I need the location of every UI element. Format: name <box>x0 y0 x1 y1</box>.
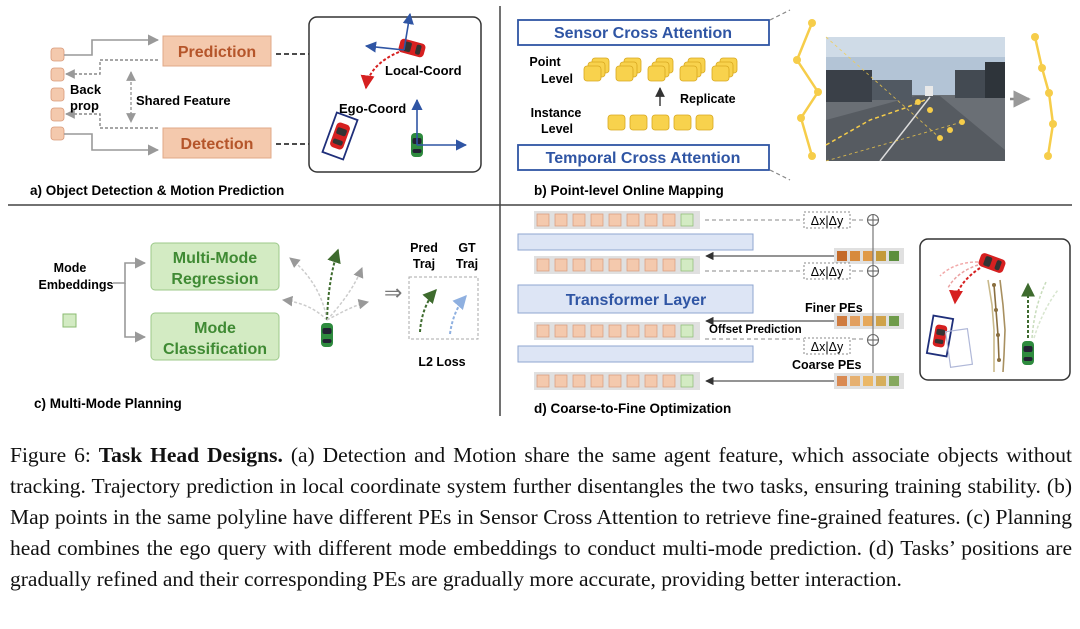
l2-box <box>408 276 479 340</box>
double-arrow-icon: ⇒ <box>384 280 402 305</box>
sensor-ca-label: Sensor Cross Attention <box>554 25 732 42</box>
figure-caption: Figure 6: Task Head Designs. (a) Detecti… <box>10 440 1072 595</box>
shared-feature-label: Shared Feature <box>136 93 231 108</box>
transformer-bar-thin <box>517 345 754 363</box>
panel-c: Mode Embeddings Multi-Mode Regression Mo… <box>34 241 479 411</box>
regression-box <box>150 242 280 291</box>
delta-label-1: Δx|Δy <box>811 214 844 228</box>
pe-row <box>834 248 904 264</box>
prop-label: prop <box>70 98 99 113</box>
caption-body: (a) Detection and Motion share the same … <box>10 443 1072 591</box>
detection-box <box>162 127 272 159</box>
caption-title: Task Head Designs. <box>98 443 283 467</box>
delta-label-2: Δx|Δy <box>811 265 844 279</box>
local-coord-label: Local-Coord <box>385 63 462 78</box>
offset-prediction-label: Offset Prediction <box>709 324 802 336</box>
classification-label-1: Mode <box>194 320 236 337</box>
regression-label-1: Multi-Mode <box>173 250 258 267</box>
figure-diagram: Back prop Shared Feature Prediction Dete… <box>8 6 1072 416</box>
pred-traj-label: Traj <box>413 257 435 271</box>
mode-label: Mode <box>54 261 87 275</box>
delta-label-3: Δx|Δy <box>811 340 844 354</box>
regression-label-2: Regression <box>171 271 258 288</box>
camera-image <box>825 36 1005 162</box>
panel-b-caption: b) Point-level Online Mapping <box>534 183 724 198</box>
query-row <box>534 256 700 274</box>
query-row <box>534 372 700 390</box>
panel-a-caption: a) Object Detection & Motion Prediction <box>30 183 284 198</box>
embeddings-label: Embeddings <box>38 278 113 292</box>
gt-label: GT <box>458 241 476 255</box>
transformer-layer-box <box>517 284 754 314</box>
back-label: Back <box>70 82 102 97</box>
instance-label: Instance <box>531 106 582 120</box>
finer-pes-label: Finer PEs <box>805 301 863 315</box>
caption-prefix: Figure 6: <box>10 443 99 467</box>
temporal-ca-label: Temporal Cross Attention <box>546 150 741 167</box>
ego-coord-label: Ego-Coord <box>339 101 406 116</box>
panel-b: Sensor Cross Attention Temporal Cross At… <box>517 9 1057 198</box>
detection-label: Detection <box>181 136 254 153</box>
pred-label: Pred <box>410 241 438 255</box>
query-row <box>534 322 700 340</box>
transformer-bar-thin <box>517 233 754 251</box>
temporal-ca-box <box>517 144 770 171</box>
l2-loss-label: L2 Loss <box>418 355 465 369</box>
panel-c-caption: c) Multi-Mode Planning <box>34 396 182 411</box>
replicate-label: Replicate <box>680 92 736 106</box>
point-label: Point <box>529 55 561 69</box>
point-level-label: Level <box>541 72 573 86</box>
prediction-box <box>162 35 272 67</box>
query-row <box>534 211 700 229</box>
coarse-pes-label: Coarse PEs <box>792 358 862 372</box>
prediction-label: Prediction <box>178 44 256 61</box>
panel-a: Back prop Shared Feature Prediction Dete… <box>30 12 482 198</box>
panel-d: Transformer Layer <box>517 211 1071 416</box>
transformer-layer-label: Transformer Layer <box>566 292 707 309</box>
gt-traj-label: Traj <box>456 257 478 271</box>
instance-level-label: Level <box>541 122 573 136</box>
classification-box <box>150 312 280 361</box>
pe-row <box>834 373 904 389</box>
mode-embedding-square <box>62 313 77 328</box>
scene-box <box>308 16 482 173</box>
pe-row <box>834 313 904 329</box>
sensor-ca-box <box>517 19 770 46</box>
classification-label-2: Classification <box>163 341 267 358</box>
panel-d-caption: d) Coarse-to-Fine Optimization <box>534 401 731 416</box>
